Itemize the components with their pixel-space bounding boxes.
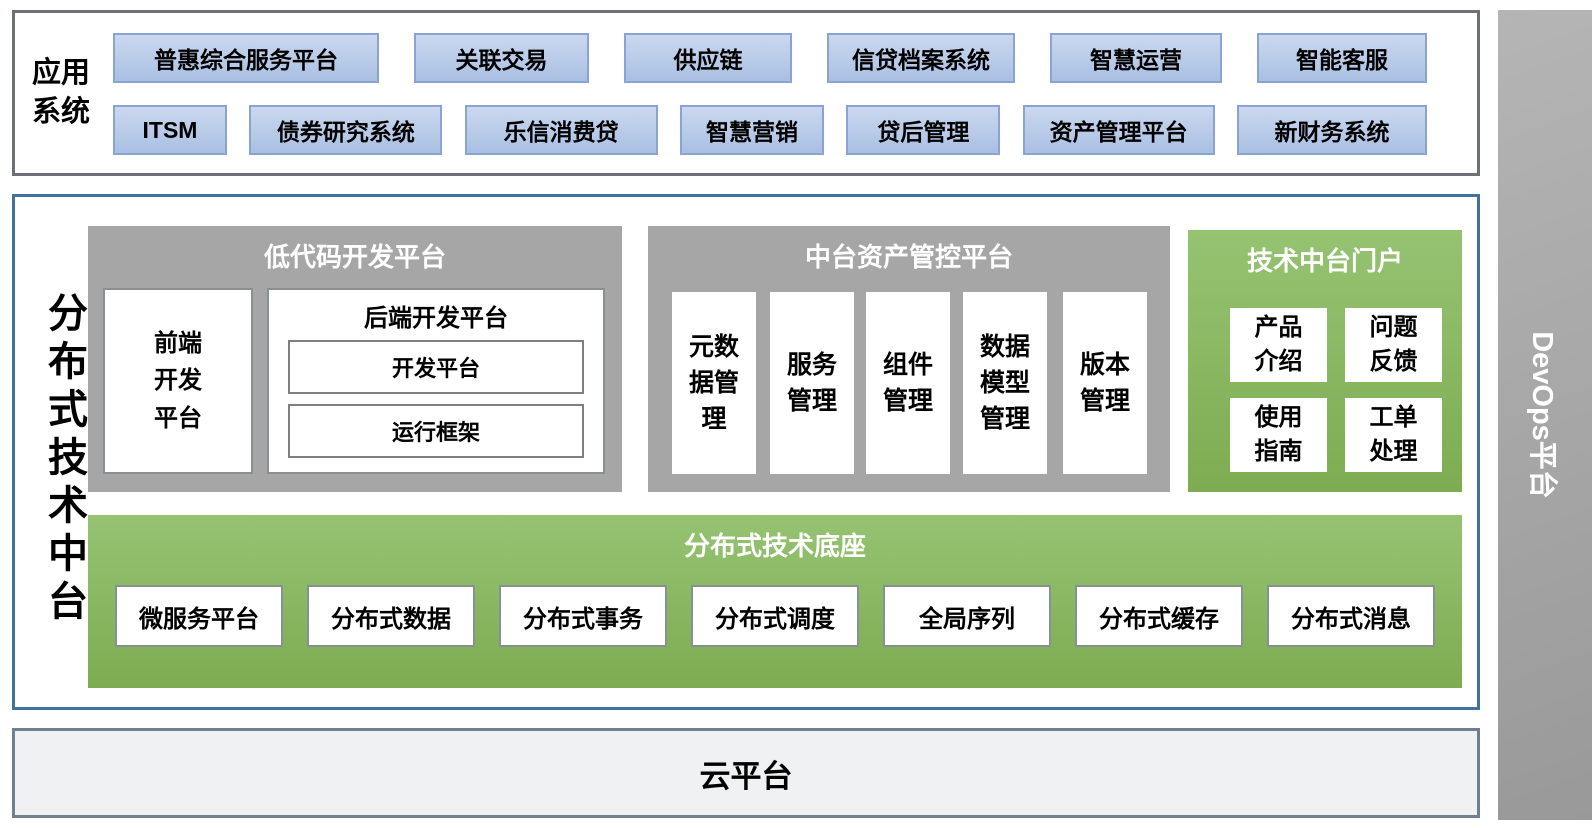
app-system-box: 供应链	[624, 33, 792, 83]
app-system-box: 新财务系统	[1236, 105, 1427, 155]
asset-item-box: 元数据管理	[672, 292, 756, 474]
app-system-box: 智能客服	[1257, 33, 1427, 83]
base-item-box: 分布式缓存	[1075, 585, 1243, 647]
app-systems-label: 应用系统	[32, 56, 91, 128]
app-systems-rows: 普惠综合服务平台 关联交易 供应链 信贷档案系统 智慧运营 智能客服 ITSM …	[113, 33, 1427, 155]
backend-dev-platform-box: 后端开发平台 开发平台 运行框架	[267, 288, 605, 474]
base-item-box: 分布式消息	[1267, 585, 1435, 647]
low-code-platform-panel: 低代码开发平台 前端开发平台 后端开发平台 开发平台 运行框架	[88, 226, 622, 492]
app-systems-row-1: 普惠综合服务平台 关联交易 供应链 信贷档案系统 智慧运营 智能客服	[113, 33, 1427, 83]
app-system-box: 智慧营销	[679, 105, 824, 155]
base-item-box: 分布式事务	[499, 585, 667, 647]
app-systems-row-2: ITSM 债券研究系统 乐信消费贷 智慧营销 贷后管理 资产管理平台 新财务系统	[113, 105, 1427, 155]
asset-item-box: 数据模型管理	[963, 292, 1047, 474]
portal-item-label: 工单处理	[1369, 404, 1418, 465]
asset-item-label: 服务管理	[786, 350, 837, 415]
tech-base-panel: 分布式技术底座 微服务平台 分布式数据 分布式事务 分布式调度 全局序列 分布式…	[88, 515, 1462, 688]
asset-item-label: 版本管理	[1079, 350, 1130, 415]
portal-item-label: 使用指南	[1254, 404, 1303, 465]
asset-control-title: 中台资产管控平台	[804, 242, 1013, 272]
app-system-box: 债券研究系统	[249, 105, 443, 155]
cloud-platform-label: 云平台	[699, 758, 793, 794]
asset-item-box: 组件管理	[866, 292, 950, 474]
asset-item-label: 组件管理	[882, 350, 933, 415]
runtime-framework-box: 运行框架	[288, 404, 584, 458]
app-system-box: 智慧运营	[1050, 33, 1222, 83]
app-system-box: 信贷档案系统	[827, 33, 1015, 83]
frontend-dev-platform-box: 前端开发平台	[103, 288, 253, 474]
app-system-box: 普惠综合服务平台	[113, 33, 379, 83]
asset-item-box: 版本管理	[1063, 292, 1147, 474]
asset-item-label: 元数据管理	[688, 332, 739, 434]
app-system-box: 资产管理平台	[1022, 105, 1215, 155]
backend-dev-platform-title: 后端开发平台	[364, 305, 508, 332]
asset-item-box: 服务管理	[770, 292, 854, 474]
portal-item-label: 产品介绍	[1254, 314, 1303, 375]
frontend-dev-platform-label: 前端开发平台	[154, 330, 202, 432]
app-system-box: 关联交易	[414, 33, 589, 83]
portal-item-label: 问题反馈	[1369, 314, 1418, 375]
devops-platform-label: DevOps平台	[1526, 331, 1558, 499]
tech-base-title: 分布式技术底座	[683, 531, 866, 561]
base-item-box: 分布式数据	[307, 585, 475, 647]
base-item-box: 微服务平台	[115, 585, 283, 647]
app-systems-panel: 应用系统 普惠综合服务平台 关联交易 供应链 信贷档案系统 智慧运营 智能客服 …	[12, 10, 1480, 176]
dev-platform-box: 开发平台	[288, 340, 584, 394]
distributed-tech-side-label: 分布式技术中台	[41, 292, 88, 628]
asset-item-label: 数据模型管理	[979, 332, 1030, 434]
tech-portal-panel: 技术中台门户 产品介绍 问题反馈 使用指南 工单处理	[1188, 230, 1462, 492]
cloud-platform-bar: 云平台	[12, 728, 1480, 818]
base-item-box: 分布式调度	[691, 585, 859, 647]
base-item-box: 全局序列	[883, 585, 1051, 647]
portal-item-box: 使用指南	[1230, 398, 1327, 472]
low-code-platform-title: 低代码开发平台	[263, 242, 446, 272]
app-system-box: 乐信消费贷	[464, 105, 658, 155]
portal-item-box: 产品介绍	[1230, 308, 1327, 382]
portal-item-box: 问题反馈	[1345, 308, 1442, 382]
app-system-box: ITSM	[113, 105, 227, 155]
distributed-tech-panel: 分布式技术中台 低代码开发平台 前端开发平台 后端开发平台 开发平台 运行框架 …	[12, 194, 1480, 710]
app-system-box: 贷后管理	[846, 105, 1001, 155]
devops-platform-bar: DevOps平台	[1498, 10, 1592, 820]
portal-item-box: 工单处理	[1345, 398, 1442, 472]
asset-control-panel: 中台资产管控平台 元数据管理 服务管理 组件管理 数据模型管理 版本管理	[648, 226, 1170, 492]
tech-portal-title: 技术中台门户	[1246, 246, 1403, 276]
